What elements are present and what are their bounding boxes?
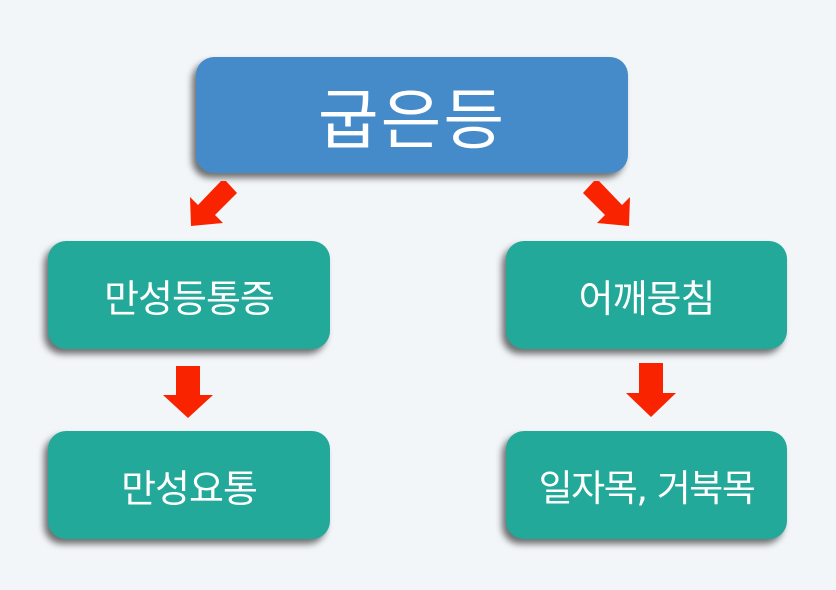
root-node-bent-back: 굽은등 <box>196 57 628 173</box>
node-chronic-back-pain: 만성등통증 <box>48 241 330 349</box>
node-label: 만성등통증 <box>104 276 275 321</box>
node-label: 일자목, 거북목 <box>538 467 756 510</box>
arrow-down-right-icon <box>580 180 632 230</box>
root-node-label: 굽은등 <box>317 82 507 159</box>
node-label: 만성요통 <box>121 466 258 511</box>
node-straight-turtle-neck: 일자목, 거북목 <box>506 431 787 539</box>
node-shoulder-stiffness: 어깨뭉침 <box>506 241 787 349</box>
node-chronic-lower-back-pain: 만성요통 <box>48 431 330 539</box>
arrow-down-icon <box>626 363 676 417</box>
arrow-down-left-icon <box>188 180 240 230</box>
node-label: 어깨뭉침 <box>578 276 716 321</box>
arrow-down-icon <box>163 366 213 419</box>
